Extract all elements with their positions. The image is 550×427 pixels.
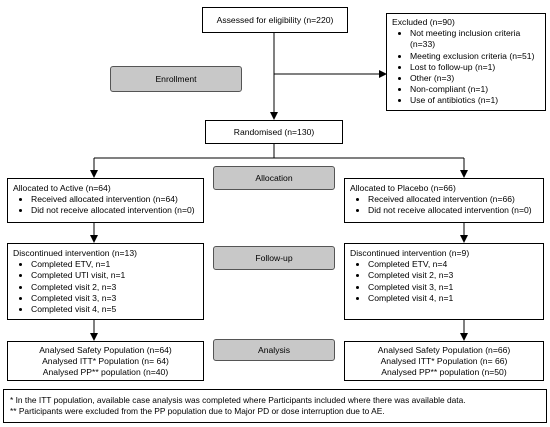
placebo-allocation-list: Received allocated intervention (n=66) D… (350, 194, 540, 216)
active-analysis-line: Analysed Safety Population (n=64) (39, 345, 172, 355)
active-allocation-box: Allocated to Active (n=64) Received allo… (7, 178, 204, 223)
active-followup-item: Completed visit 4, n=5 (31, 304, 200, 315)
active-followup-title: Discontinued intervention (n=13) (13, 248, 137, 258)
assessed-label: Assessed for eligibility (n=220) (216, 15, 334, 25)
footnotes-box: * In the ITT population, available case … (3, 389, 547, 423)
excluded-box: Excluded (n=90) Not meeting inclusion cr… (386, 13, 546, 111)
active-analysis-line: Analysed PP** population (n=40) (42, 367, 169, 378)
active-followup-item: Completed UTI visit, n=1 (31, 270, 200, 281)
excluded-item: Non-compliant (n=1) (410, 84, 542, 95)
active-analysis-box: Analysed Safety Population (n=64) Analys… (7, 341, 204, 381)
active-followup-item: Completed ETV, n=1 (31, 259, 200, 270)
placebo-allocation-box: Allocated to Placebo (n=66) Received all… (344, 178, 544, 223)
active-allocation-item: Received allocated intervention (n=64) (31, 194, 200, 205)
stage-followup: Follow-up (213, 246, 335, 270)
randomised-label: Randomised (n=130) (233, 127, 315, 137)
stage-allocation: Allocation (213, 166, 335, 190)
excluded-item: Not meeting inclusion criteria (n=33) (410, 28, 542, 50)
placebo-followup-item: Completed ETV, n=4 (368, 259, 540, 270)
stage-followup-label: Follow-up (255, 253, 293, 263)
stage-enrollment: Enrollment (110, 66, 242, 92)
placebo-allocation-item: Received allocated intervention (n=66) (368, 194, 540, 205)
excluded-item: Lost to follow-up (n=1) (410, 62, 542, 73)
excluded-title: Excluded (n=90) (392, 17, 455, 27)
footnote-pp: ** Participants were excluded from the P… (10, 406, 385, 416)
active-followup-item: Completed visit 3, n=3 (31, 293, 200, 304)
placebo-followup-item: Completed visit 2, n=3 (368, 270, 540, 281)
stage-analysis: Analysis (213, 339, 335, 361)
excluded-item: Other (n=3) (410, 73, 542, 84)
placebo-analysis-box: Analysed Safety Population (n=66) Analys… (344, 341, 544, 381)
active-allocation-title: Allocated to Active (n=64) (13, 183, 111, 193)
active-analysis-line: Analysed ITT* Population (n= 64) (42, 356, 169, 367)
randomised-box: Randomised (n=130) (205, 120, 343, 144)
stage-analysis-label: Analysis (258, 345, 290, 355)
stage-allocation-label: Allocation (255, 173, 293, 183)
excluded-item: Meeting exclusion criteria (n=51) (410, 51, 542, 62)
placebo-allocation-item: Did not receive allocated intervention (… (368, 205, 540, 216)
assessed-box: Assessed for eligibility (n=220) (202, 7, 348, 33)
placebo-followup-box: Discontinued intervention (n=9) Complete… (344, 243, 544, 320)
placebo-analysis-line: Analysed PP** population (n=50) (381, 367, 507, 378)
active-followup-box: Discontinued intervention (n=13) Complet… (7, 243, 204, 320)
active-allocation-item: Did not receive allocated intervention (… (31, 205, 200, 216)
placebo-followup-list: Completed ETV, n=4 Completed visit 2, n=… (350, 259, 540, 304)
stage-enrollment-label: Enrollment (155, 74, 197, 84)
excluded-item: Use of antibiotics (n=1) (410, 95, 542, 106)
placebo-followup-item: Completed visit 3, n=1 (368, 282, 540, 293)
placebo-followup-item: Completed visit 4, n=1 (368, 293, 540, 304)
active-allocation-list: Received allocated intervention (n=64) D… (13, 194, 200, 216)
active-followup-item: Completed visit 2, n=3 (31, 282, 200, 293)
active-followup-list: Completed ETV, n=1 Completed UTI visit, … (13, 259, 200, 315)
placebo-analysis-line: Analysed ITT* Population (n= 66) (380, 356, 508, 367)
excluded-list: Not meeting inclusion criteria (n=33) Me… (392, 28, 542, 106)
placebo-allocation-title: Allocated to Placebo (n=66) (350, 183, 456, 193)
placebo-followup-title: Discontinued intervention (n=9) (350, 248, 470, 258)
footnote-itt: * In the ITT population, available case … (10, 395, 466, 405)
placebo-analysis-line: Analysed Safety Population (n=66) (377, 345, 511, 355)
